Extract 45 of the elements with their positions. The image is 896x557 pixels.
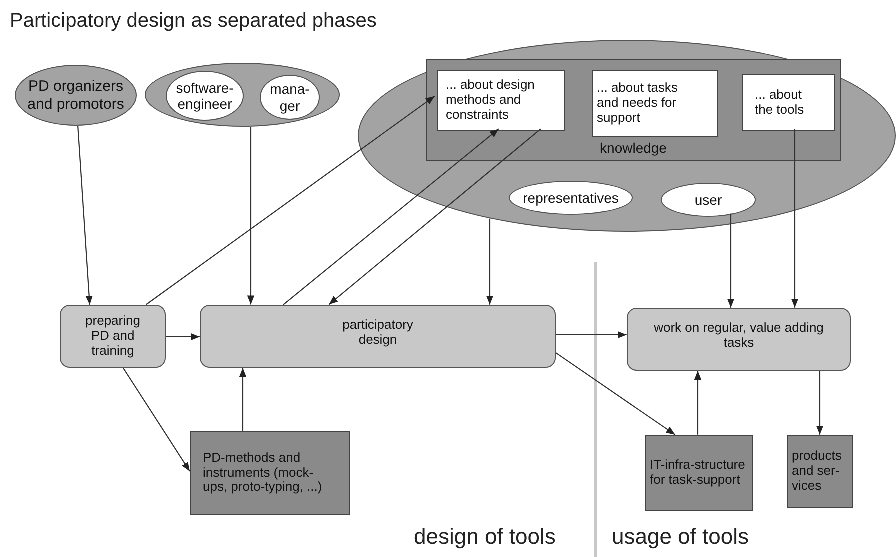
node-label: IT-infra-structure for task-support — [650, 458, 746, 488]
role-ellipse — [260, 75, 320, 120]
arrow — [166, 333, 200, 341]
knowledge-box — [426, 59, 841, 161]
node-label: ... about design methods and constraints — [446, 78, 536, 123]
resource-box — [645, 435, 753, 511]
resource-box — [190, 431, 350, 515]
arrow — [486, 218, 494, 305]
phase-label: usage of tools — [612, 523, 749, 551]
process-box — [200, 305, 556, 368]
node-label: PD-methods and instruments (mock-ups, proto-typing, ...) — [203, 450, 324, 496]
arrow — [283, 128, 500, 306]
arrow — [328, 128, 542, 306]
node-label: ... about the tools — [755, 88, 806, 118]
node-label: software-engineer — [175, 80, 235, 112]
arrow — [727, 214, 735, 308]
role-ellipse — [166, 71, 244, 121]
node-label: ... about tasks and needs for support — [597, 81, 679, 126]
node-label: mana-ger — [269, 81, 311, 114]
node-label: products and ser-vices — [792, 449, 843, 494]
arrow — [694, 371, 702, 435]
arrow — [791, 129, 799, 308]
node-label: knowledge — [600, 140, 667, 156]
node-label: representatives — [523, 190, 619, 206]
arrow — [78, 126, 93, 305]
arrow — [816, 371, 824, 435]
knowledge-item-box — [742, 74, 835, 131]
output-box — [787, 435, 853, 508]
node-label: preparing PD and training — [84, 314, 142, 359]
arrow — [146, 96, 436, 306]
diagram-title: Participatory design as separated phases — [10, 9, 377, 34]
process-box — [60, 305, 166, 368]
arrow — [556, 352, 676, 436]
knowledge-item-box — [592, 70, 718, 137]
node-label: user — [694, 192, 722, 208]
arrow — [122, 368, 190, 472]
process-box — [627, 308, 851, 371]
arrow — [556, 331, 627, 339]
node-label: participatory design — [342, 318, 414, 348]
arrow — [239, 368, 247, 431]
node-label: work on regular, value adding tasks — [654, 321, 824, 351]
node-label: PD organizers and promotors — [26, 78, 126, 113]
arrow — [247, 127, 255, 305]
phase-label: design of tools — [414, 523, 556, 551]
knowledge-item-box — [437, 70, 565, 131]
